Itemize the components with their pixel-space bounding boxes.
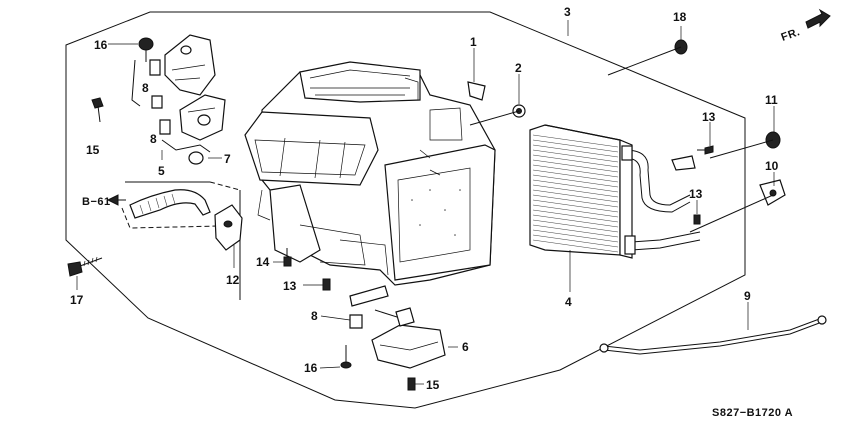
link-rod-upper [131, 59, 161, 107]
grommet-18 [607, 39, 688, 76]
diagram-code: S827−B1720 A [712, 407, 793, 419]
core-fin [532, 209, 619, 223]
core-fin [532, 219, 619, 233]
sensor-wire-9 [599, 315, 827, 355]
grommet-10 [689, 179, 786, 233]
callout-16-upper: 16 [94, 38, 108, 52]
core-fin [532, 179, 619, 193]
core-fin [532, 234, 619, 248]
callout-labels: 1 2 3 4 5 6 7 8 8 8 9 10 11 12 13 13 13 … [70, 5, 779, 392]
callout-1: 1 [470, 35, 477, 49]
direction-label: FR. [780, 26, 802, 44]
clip-7 [188, 151, 204, 165]
callout-11: 11 [765, 93, 778, 107]
drain-hose-assembly [121, 181, 241, 229]
bracket-upper-left [164, 34, 216, 96]
assembly-boundary-line [65, 11, 746, 409]
ref-arrow [106, 194, 126, 206]
callout-8-upper: 8 [142, 81, 149, 95]
core-fin [532, 184, 619, 198]
callout-6: 6 [462, 340, 469, 354]
callout-3: 3 [564, 5, 571, 19]
grommet-11 [709, 131, 781, 159]
callout-7: 7 [224, 152, 231, 166]
front-direction-indicator [805, 8, 831, 29]
core-fin [532, 149, 619, 163]
callout-8-lower: 8 [311, 309, 318, 323]
seal-2 [469, 104, 526, 126]
callout-2: 2 [515, 61, 522, 75]
clip-1 [467, 81, 486, 101]
callout-13-right-lower: 13 [689, 187, 703, 201]
callout-5: 5 [158, 164, 165, 178]
core-fin [532, 139, 619, 153]
clip-8-middle [159, 119, 171, 135]
core-fin [532, 189, 619, 203]
clip-8-upper [151, 95, 163, 109]
core-fin [532, 194, 619, 208]
callout-9: 9 [744, 289, 751, 303]
actuator-6 [349, 285, 446, 369]
callout-14: 14 [256, 255, 270, 269]
leader-lines [76, 20, 775, 385]
core-fin [532, 224, 619, 238]
callout-8-middle: 8 [150, 132, 157, 146]
core-fin [532, 199, 619, 213]
callout-16-lower: 16 [304, 361, 318, 375]
screw-13-right-upper [697, 145, 714, 155]
core-fin [532, 164, 619, 178]
core-fin [532, 159, 619, 173]
callout-15-lower: 15 [426, 378, 440, 392]
screw-13-center [322, 278, 331, 291]
reference-label: B−61 [82, 196, 111, 208]
heater-core [529, 124, 701, 259]
hose-connector-12 [214, 204, 243, 251]
screw-15-upper [91, 97, 104, 123]
callout-18: 18 [673, 10, 687, 24]
screw-16-upper [138, 37, 154, 62]
callout-17: 17 [70, 293, 84, 307]
screw-15-lower [407, 377, 416, 391]
core-fin [532, 229, 619, 243]
screw-14 [283, 248, 292, 267]
core-fin [532, 169, 619, 183]
core-fin [532, 154, 619, 168]
core-fin [532, 204, 619, 218]
core-fin [532, 214, 619, 228]
bolt-17 [67, 256, 103, 277]
callout-10: 10 [765, 159, 779, 173]
callout-13-right-upper: 13 [702, 110, 716, 124]
pipe-clamp [671, 155, 696, 171]
core-fin [532, 144, 619, 158]
core-fin [532, 134, 619, 148]
heater-housing [244, 61, 496, 286]
clip-8-lower [349, 314, 363, 329]
callout-13-center: 13 [283, 279, 297, 293]
callout-15-upper: 15 [86, 143, 100, 157]
motor-actuator-left [179, 94, 226, 141]
core-fin [532, 239, 619, 253]
callout-4: 4 [565, 295, 572, 309]
screw-16-lower [340, 345, 352, 369]
core-fin [532, 174, 619, 188]
callout-12: 12 [226, 273, 240, 287]
screw-13-right-lower [693, 214, 701, 225]
lever-5 [161, 139, 211, 153]
